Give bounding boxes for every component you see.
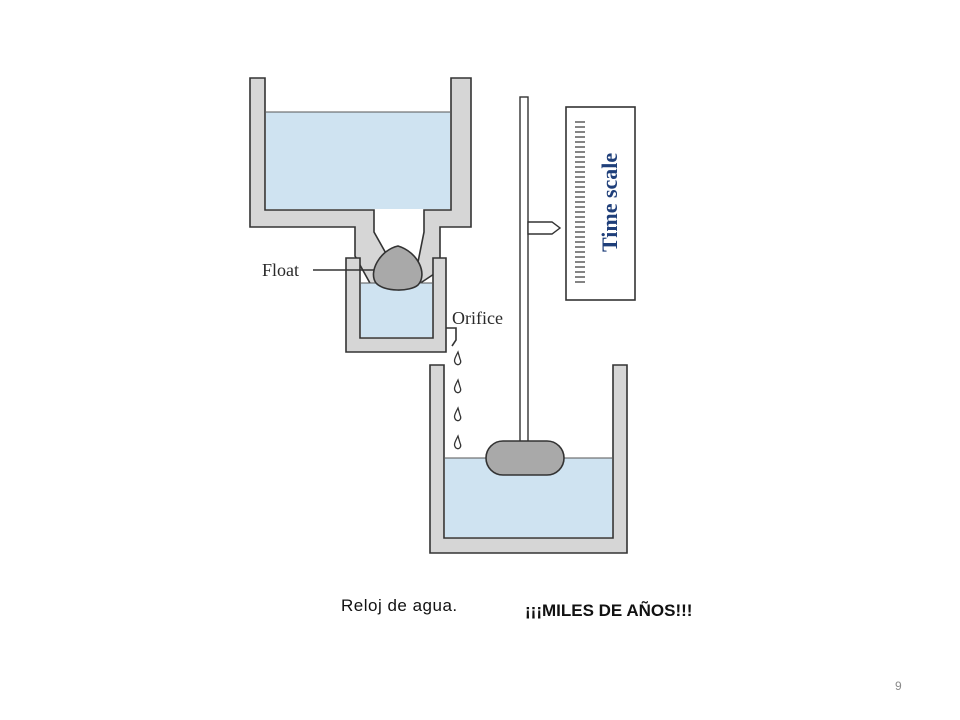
water-drop — [453, 378, 462, 394]
water-drop — [453, 350, 462, 366]
orifice-spout — [446, 327, 457, 347]
middle-vessel-water — [361, 283, 432, 337]
water-drop — [453, 406, 462, 422]
headline: ¡¡¡MILES DE AÑOS!!! — [525, 601, 693, 620]
water-drop — [453, 434, 462, 450]
upper-reservoir-water — [266, 112, 450, 209]
caption: Reloj de agua. — [341, 596, 458, 615]
middle-vessel-wall — [345, 257, 447, 353]
time-scale-ticks — [575, 121, 585, 283]
float-valve — [372, 245, 423, 291]
time-scale-label: Time scale — [597, 153, 622, 252]
indicator-float — [485, 440, 565, 476]
water-drops — [453, 350, 462, 450]
orifice-label: Orifice — [452, 308, 503, 328]
time-scale-board — [565, 106, 636, 301]
indicator-rod — [519, 96, 529, 444]
upper-reservoir-wall — [249, 77, 472, 295]
float-label: Float — [262, 260, 299, 280]
page-number: 9 — [895, 679, 902, 693]
lower-vessel-wall — [429, 364, 628, 554]
indicator-pointer — [527, 221, 562, 235]
